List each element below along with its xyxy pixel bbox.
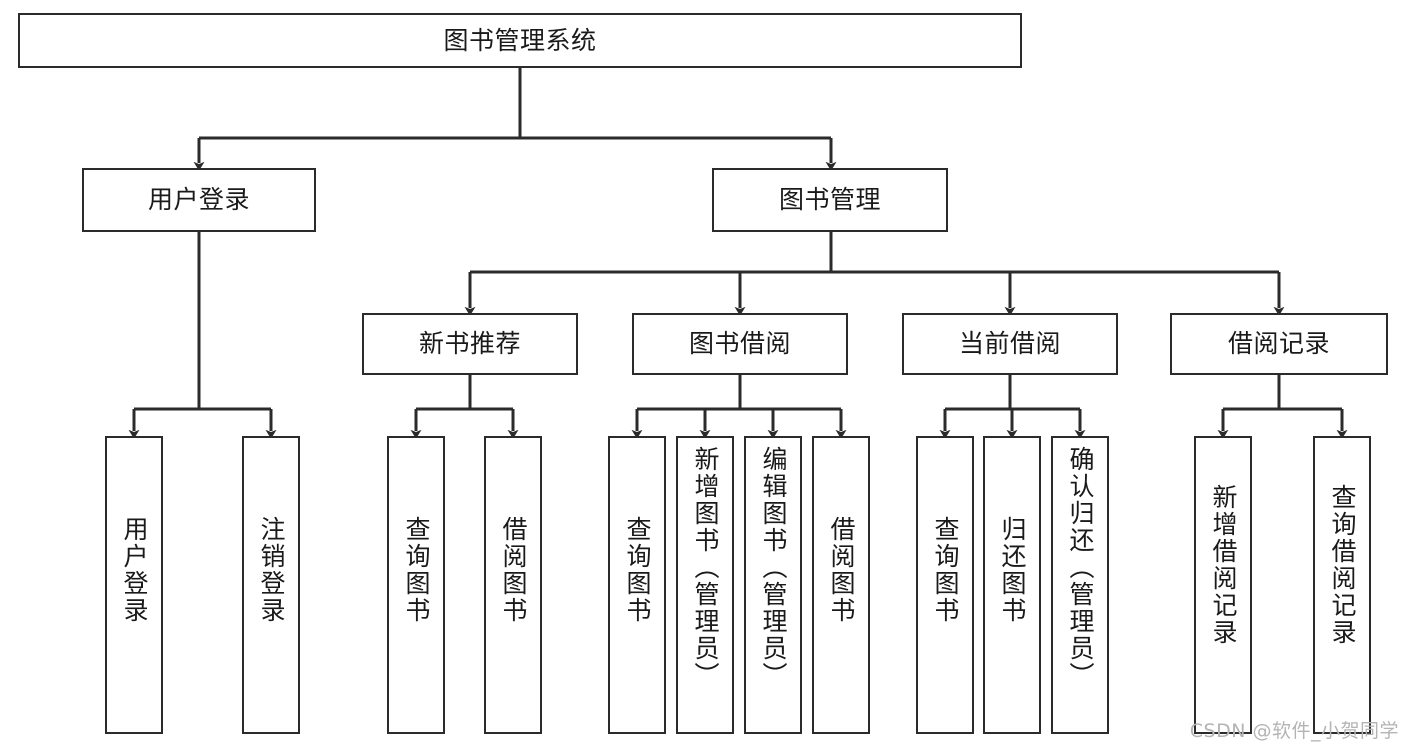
node-label: 新增借阅记录 — [1209, 484, 1238, 646]
node-label: 查询图书 — [402, 516, 431, 624]
node-book-borrow[interactable]: 图书借阅 — [632, 313, 848, 375]
leaf-current-query-book[interactable]: 查询图书 — [916, 436, 974, 734]
node-label: 查询图书 — [931, 516, 960, 624]
leaf-recommend-borrow-book[interactable]: 借阅图书 — [484, 436, 542, 734]
node-label: 借阅图书 — [499, 516, 528, 624]
node-label: 归还图书 — [998, 516, 1027, 624]
node-current-borrow[interactable]: 当前借阅 — [902, 313, 1118, 375]
leaf-user-login-signin[interactable]: 用户登录 — [105, 436, 163, 734]
node-label: 新书推荐 — [418, 329, 521, 359]
node-label: 新增图书（管理员） — [691, 446, 720, 689]
csdn-watermark: CSDN @软件_小贺同学 — [1189, 720, 1399, 742]
node-label: 注销登录 — [257, 516, 286, 624]
leaf-borrow-add-book-admin[interactable]: 新增图书（管理员） — [676, 436, 734, 734]
node-root-system[interactable]: 图书管理系统 — [18, 13, 1022, 68]
leaf-borrow-borrow-book[interactable]: 借阅图书 — [812, 436, 870, 734]
node-label: 图书借阅 — [688, 329, 791, 359]
node-label: 图书管理 — [778, 185, 881, 215]
leaf-current-return-book[interactable]: 归还图书 — [983, 436, 1041, 734]
leaf-current-confirm-return-admin[interactable]: 确认归还（管理员） — [1051, 436, 1109, 734]
leaf-borrow-edit-book-admin[interactable]: 编辑图书（管理员） — [744, 436, 802, 734]
leaf-record-add-record[interactable]: 新增借阅记录 — [1194, 436, 1252, 734]
node-label: 借阅图书 — [827, 516, 856, 624]
leaf-borrow-query-book[interactable]: 查询图书 — [608, 436, 666, 734]
leaf-user-login-signout[interactable]: 注销登录 — [242, 436, 300, 734]
node-label: 查询图书 — [623, 516, 652, 624]
leaf-record-query-record[interactable]: 查询借阅记录 — [1313, 436, 1371, 734]
node-label: 借阅记录 — [1227, 329, 1330, 359]
node-new-book-recommend[interactable]: 新书推荐 — [362, 313, 578, 375]
node-label: 编辑图书（管理员） — [759, 446, 788, 689]
node-user-login[interactable]: 用户登录 — [82, 168, 316, 232]
node-label: 查询借阅记录 — [1328, 484, 1357, 646]
node-borrow-record[interactable]: 借阅记录 — [1170, 313, 1388, 375]
node-label: 用户登录 — [120, 516, 149, 624]
node-label: 用户登录 — [147, 185, 250, 215]
node-label: 图书管理系统 — [443, 25, 597, 55]
leaf-recommend-query-book[interactable]: 查询图书 — [387, 436, 445, 734]
node-book-management[interactable]: 图书管理 — [712, 168, 948, 232]
node-label: 当前借阅 — [958, 329, 1061, 359]
node-label: 确认归还（管理员） — [1066, 446, 1095, 689]
